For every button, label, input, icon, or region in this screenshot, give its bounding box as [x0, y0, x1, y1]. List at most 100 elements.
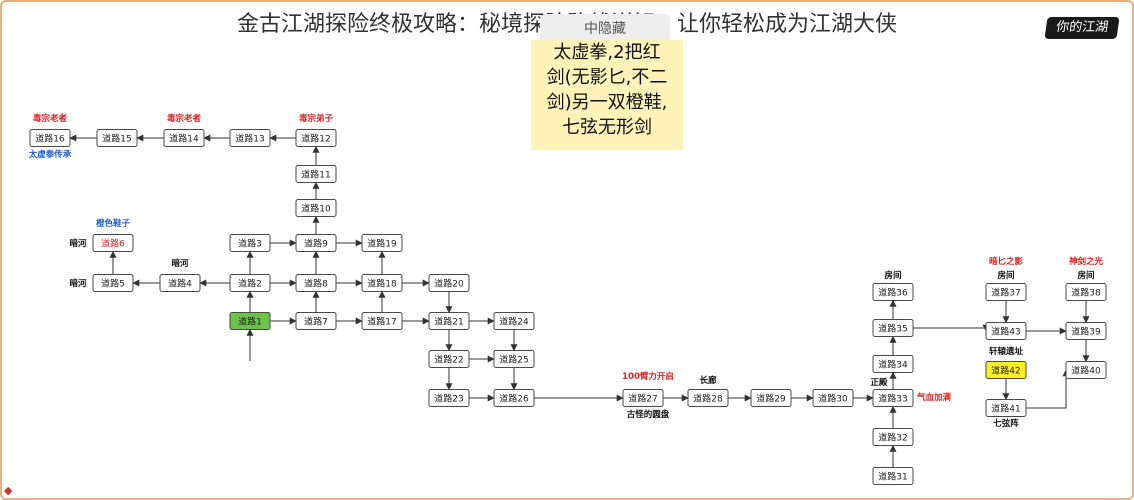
route-node-11: 道路11	[295, 165, 337, 183]
route-node-35: 道路35	[872, 319, 914, 337]
node-box	[96, 129, 138, 147]
annotation-label: 房间	[1077, 270, 1094, 281]
annotation-label: 暗河	[69, 238, 87, 249]
node-box	[872, 428, 914, 446]
route-node-29: 道路29	[750, 389, 792, 407]
annotation-label: 暗河	[69, 278, 87, 289]
node-box	[361, 274, 403, 292]
node-label: 道路9	[304, 238, 328, 250]
node-box	[872, 283, 914, 301]
route-node-14: 道路14	[163, 129, 205, 147]
node-box	[985, 399, 1027, 417]
node-box	[229, 312, 271, 330]
node-box	[1065, 322, 1107, 340]
node-label: 道路42	[991, 365, 1020, 377]
node-label: 道路35	[878, 323, 907, 335]
annotation-label: 毒宗老者	[33, 113, 68, 124]
node-box	[493, 312, 535, 330]
node-box	[872, 467, 914, 485]
annotation-label: 暗河	[171, 258, 189, 269]
node-label: 道路24	[499, 316, 529, 328]
annotation-label: 房间	[884, 270, 901, 281]
node-label: 道路18	[367, 278, 397, 290]
node-box	[428, 389, 470, 407]
node-label: 道路6	[101, 238, 125, 250]
node-box	[295, 274, 337, 292]
node-box	[428, 274, 470, 292]
node-box	[985, 322, 1027, 340]
route-node-31: 道路31	[872, 467, 914, 485]
route-node-34: 道路34	[872, 355, 914, 373]
route-node-1: 道路1	[229, 312, 271, 330]
node-label: 道路8	[304, 278, 328, 290]
route-node-3: 道路3	[229, 234, 271, 252]
node-label: 道路1	[238, 316, 262, 328]
node-label: 道路33	[878, 393, 907, 405]
node-label: 道路3	[238, 238, 262, 250]
route-node-16: 道路16	[29, 129, 71, 147]
route-node-10: 道路10	[295, 199, 337, 217]
node-box	[159, 274, 201, 292]
node-box	[229, 234, 271, 252]
route-node-38: 道路38	[1065, 283, 1107, 301]
route-node-21: 道路21	[428, 312, 470, 330]
annotation-label: 轩辕遗址	[989, 346, 1024, 357]
node-label: 道路19	[367, 238, 397, 250]
route-node-6: 道路6	[92, 234, 134, 252]
annotation-label: 毒宗弟子	[299, 113, 334, 124]
node-label: 道路36	[878, 287, 908, 299]
node-box	[295, 312, 337, 330]
node-box	[428, 312, 470, 330]
node-box	[163, 129, 205, 147]
node-label: 道路30	[818, 393, 848, 405]
node-box	[750, 389, 792, 407]
node-box	[687, 389, 729, 407]
route-node-7: 道路7	[295, 312, 337, 330]
annotation-label: 长廊	[699, 375, 717, 386]
route-node-25: 道路25	[493, 350, 535, 368]
route-node-8: 道路8	[295, 274, 337, 292]
node-label: 道路20	[434, 278, 464, 290]
callout-line: 剑)另一双橙鞋,	[546, 92, 668, 113]
node-box	[295, 165, 337, 183]
route-node-18: 道路18	[361, 274, 403, 292]
route-node-23: 道路23	[428, 389, 470, 407]
node-label: 道路22	[434, 354, 463, 366]
route-node-30: 道路30	[812, 389, 854, 407]
route-node-36: 道路36	[872, 283, 914, 301]
node-box	[985, 361, 1027, 379]
route-node-40: 道路40	[1065, 361, 1107, 379]
node-box	[29, 129, 71, 147]
callout-line: 剑(无影匕,不二	[546, 67, 668, 88]
annotation-label: 太虚拳传承	[28, 149, 72, 160]
node-label: 道路37	[991, 287, 1020, 299]
node-box	[428, 350, 470, 368]
node-box	[92, 234, 134, 252]
node-label: 道路43	[991, 326, 1020, 338]
node-label: 道路13	[235, 133, 264, 145]
route-node-12: 道路12	[295, 129, 337, 147]
node-label: 道路34	[878, 359, 908, 371]
corner-logo-icon: ◆	[4, 484, 13, 497]
node-label: 道路2	[238, 278, 262, 290]
annotation-label: 100臂力开启	[622, 371, 674, 382]
node-label: 道路26	[499, 393, 529, 405]
route-node-19: 道路19	[361, 234, 403, 252]
node-box	[872, 319, 914, 337]
node-label: 道路12	[301, 133, 330, 145]
route-node-13: 道路13	[229, 129, 271, 147]
annotation-label: 神剑之光	[1069, 256, 1104, 267]
route-node-43: 道路43	[985, 322, 1027, 340]
route-node-27: 道路27	[622, 389, 664, 407]
callout-note: 太虚拳,2把红 剑(无影匕,不二 剑)另一双橙鞋, 七弦无形剑	[531, 40, 683, 150]
node-box	[493, 350, 535, 368]
annotation-label: 气血加满	[916, 392, 952, 403]
node-label: 道路29	[756, 393, 786, 405]
callout-header: 中隐藏	[540, 14, 670, 44]
node-box	[985, 283, 1027, 301]
route-node-41: 道路41	[985, 399, 1027, 417]
node-label: 道路16	[35, 133, 65, 145]
route-node-20: 道路20	[428, 274, 470, 292]
node-label: 道路28	[693, 393, 723, 405]
edge-arrow	[913, 324, 990, 332]
